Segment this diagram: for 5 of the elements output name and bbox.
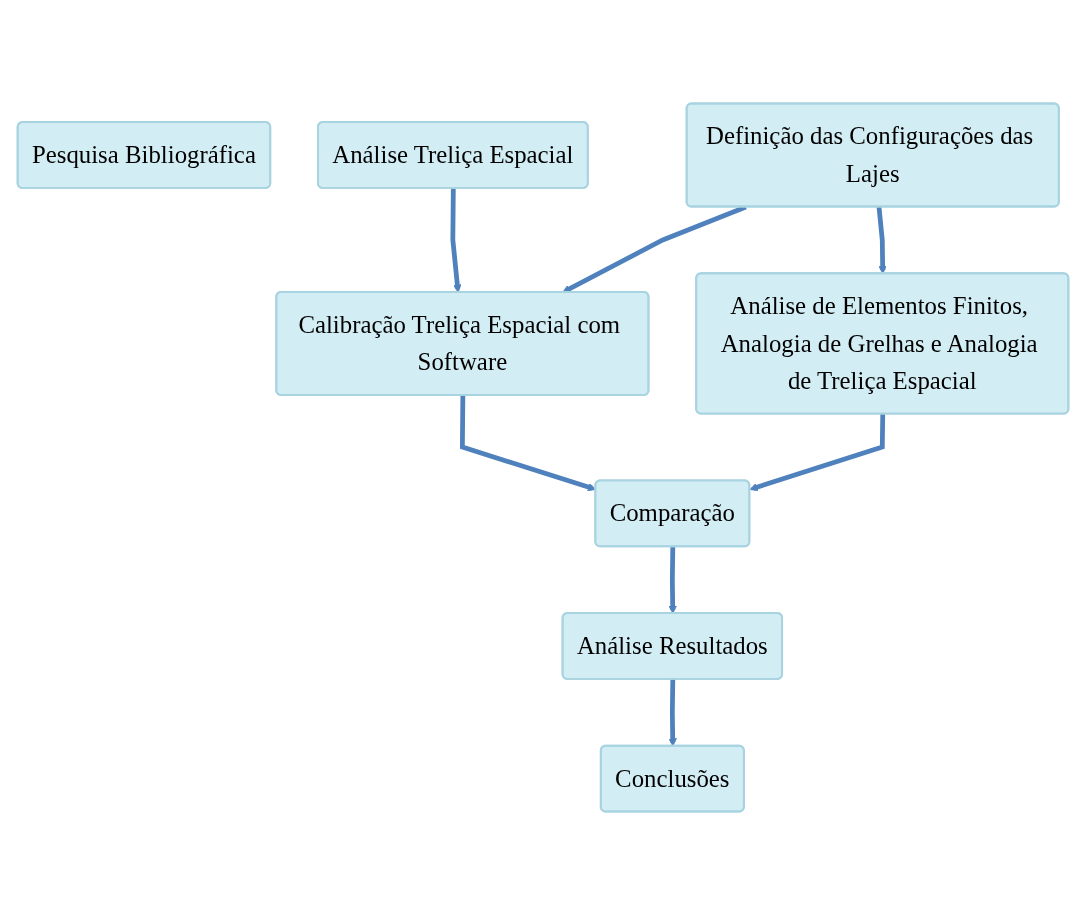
arrow — [749, 414, 886, 492]
arrow — [668, 679, 677, 747]
arrow — [450, 188, 462, 293]
arrow — [876, 206, 887, 275]
arrow — [668, 546, 677, 614]
